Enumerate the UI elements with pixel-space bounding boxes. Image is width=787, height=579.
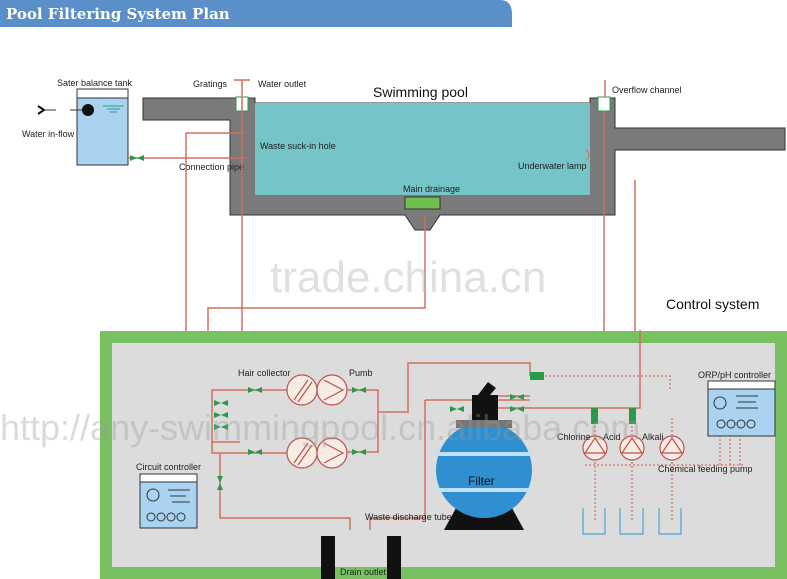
chemical-pump-label: Chemical feeding pump [658, 464, 753, 474]
balance-tank [37, 88, 129, 166]
main-drainage-grate [404, 196, 441, 210]
chlorine-label: Chlorine [557, 432, 591, 442]
circuit-controller-label: Circuit controller [136, 462, 201, 472]
diagram-title: Pool Filtering System Plan [6, 5, 230, 23]
drain-outlet-label: Drain outlet [340, 567, 387, 577]
header-bar [0, 0, 512, 27]
chlorine-injector-icon [591, 408, 598, 424]
pump-group [286, 374, 348, 469]
orp-ph-controller [707, 380, 776, 437]
upper-pipes [128, 79, 636, 411]
sand-filter [436, 382, 532, 530]
gratings-label: Gratings [193, 79, 228, 89]
overflow-channel-label: Overflow channel [612, 85, 682, 95]
water-outlet-label: Water outlet [258, 79, 307, 89]
drain-post-left [321, 536, 335, 579]
pump-label: Pumb [349, 368, 373, 378]
filter-label: Filter [468, 474, 495, 488]
watermark-trade: trade.china.cn [270, 253, 546, 302]
drain-post-right [387, 536, 401, 579]
chemical-pumps [582, 435, 685, 461]
connection-pipe-label: Connection pipe [179, 162, 244, 172]
acid-injector-icon [629, 408, 636, 424]
orp-controller-label: ORP/pH controller [698, 370, 771, 380]
pump-icon [316, 437, 348, 469]
chemical-tanks [582, 508, 682, 535]
valve-icon [130, 155, 144, 161]
lamp-icon [585, 149, 590, 161]
alkali-label: Alkali [642, 432, 664, 442]
acid-label: Acid [603, 432, 621, 442]
waste-suck-in-label: Waste suck-in hole [260, 141, 336, 151]
pump-icon [316, 374, 348, 406]
inflow-icon [37, 105, 46, 115]
circuit-controller [139, 473, 198, 529]
swimming-pool-label: Swimming pool [373, 84, 468, 100]
swimming-pool [142, 96, 786, 231]
hair-collector-label: Hair collector [238, 368, 291, 378]
control-system-label: Control system [666, 296, 759, 312]
overflow-grate-icon [597, 96, 611, 112]
valve-icons [214, 387, 524, 490]
hair-collector-icon [286, 374, 318, 406]
waste-discharge-label: Waste discharge tube [365, 512, 452, 522]
water-inflow-label: Water in-flow [22, 129, 75, 139]
control-pipes [211, 330, 745, 530]
sensor-icon [530, 372, 544, 380]
watermark-url: http://any-swimmingpool.cn.alibaba.com [0, 407, 640, 448]
underwater-lamp-label: Underwater lamp [518, 161, 587, 171]
balance-tank-label: Sater balance tank [57, 78, 133, 88]
main-drainage-label: Main drainage [403, 184, 460, 194]
